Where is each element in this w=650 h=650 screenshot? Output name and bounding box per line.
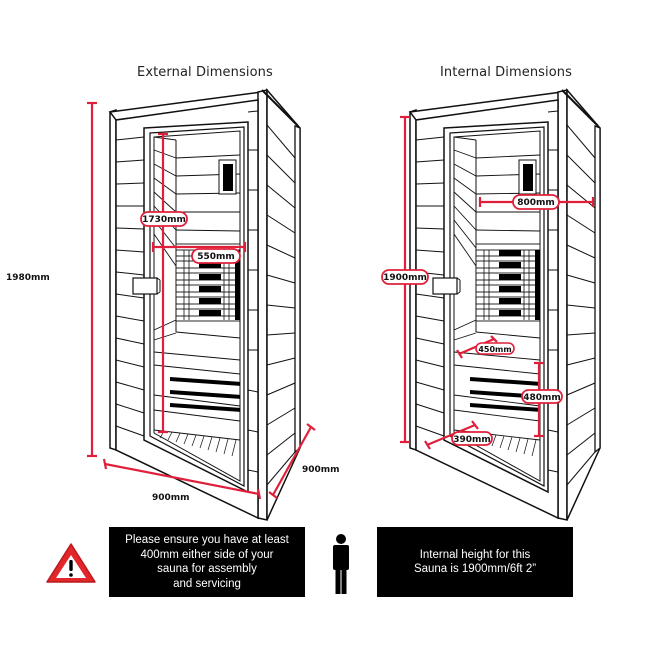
bench-depth-badge: 450mm: [475, 342, 515, 355]
clearance-note-line: sauna for assembly: [157, 563, 257, 575]
bench-depth-label: 450mm: [478, 345, 511, 354]
clearance-note-line: Please ensure you have at least: [125, 534, 289, 546]
person-silhouette-icon: [333, 534, 349, 594]
floor-depth-badge: 390mm: [451, 431, 493, 446]
clearance-note-line: 400mm either side of your: [140, 548, 274, 561]
warning-triangle-icon: [46, 543, 96, 583]
door-width-badge: 550mm: [191, 248, 241, 264]
bench-height-label: 480mm: [523, 393, 561, 403]
external-depth-line: [272, 426, 312, 496]
bench-height-badge: 480mm: [521, 389, 563, 404]
clearance-note: Please ensure you have at least 400mm ei…: [109, 527, 305, 597]
height-note-line: Sauna is 1900mm/6ft 2”: [413, 563, 537, 575]
external-width-line: [104, 462, 260, 496]
internal-width-badge: 800mm: [512, 194, 560, 210]
door-height-label: 1730mm: [142, 215, 186, 225]
external-dimensions-title: External Dimensions: [137, 65, 273, 80]
internal-width-label: 800mm: [517, 198, 555, 208]
internal-height-badge: 1900mm: [381, 269, 429, 285]
height-note-line: Internal height for this: [419, 548, 531, 561]
clearance-note-line: and servicing: [173, 577, 241, 590]
door-height-badge: 1730mm: [140, 211, 188, 227]
external-depth-label: 900mm: [302, 465, 340, 475]
floor-depth-label: 390mm: [453, 435, 491, 445]
internal-height-note: Internal height for this Sauna is 1900mm…: [377, 527, 573, 597]
floor-depth-line: [426, 423, 476, 447]
internal-sauna-drawing: [409, 89, 601, 521]
external-width-label: 900mm: [152, 493, 190, 503]
external-sauna-drawing: [109, 89, 301, 521]
internal-height-label: 1900mm: [383, 273, 427, 283]
door-width-label: 550mm: [197, 252, 235, 262]
external-height-label: 1980mm: [6, 273, 50, 283]
internal-dimensions-title: Internal Dimensions: [440, 65, 573, 80]
